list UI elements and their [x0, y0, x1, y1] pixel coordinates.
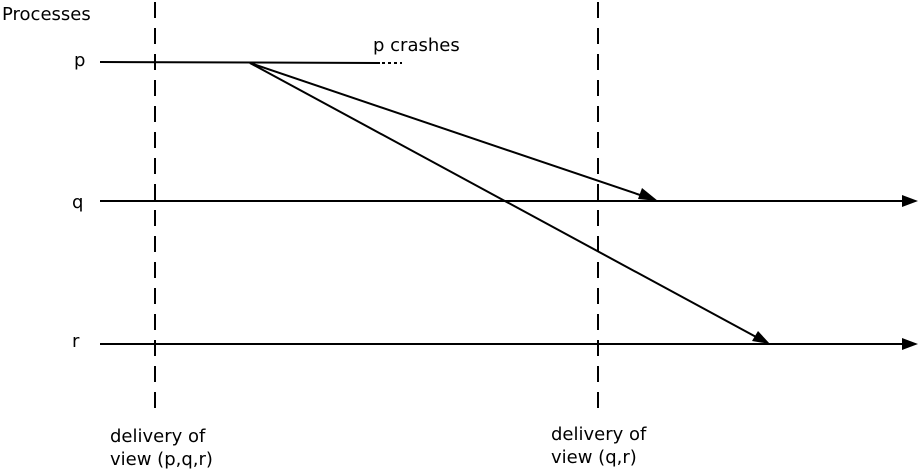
diagram-title: Processes — [2, 4, 91, 25]
message-p-to-r-arrowhead — [752, 331, 770, 344]
view-label-2-line1: delivery of — [551, 424, 647, 445]
process-label-p: p — [74, 50, 85, 71]
process-label-q: q — [72, 192, 83, 213]
crash-annotation: p crashes — [373, 35, 460, 56]
view-label-1-line1: delivery of — [110, 426, 206, 447]
message-p-to-r — [249, 62, 759, 339]
message-p-to-q — [249, 62, 647, 198]
timeline-r-arrowhead — [902, 338, 918, 350]
view-label-1-line2: view (p,q,r) — [110, 449, 213, 470]
timeline-q-arrowhead — [902, 195, 918, 207]
message-p-to-q-arrowhead — [638, 188, 658, 201]
timeline-p — [99, 61, 381, 64]
view-label-2-line2: view (q,r) — [551, 447, 637, 468]
process-label-r: r — [72, 331, 80, 352]
